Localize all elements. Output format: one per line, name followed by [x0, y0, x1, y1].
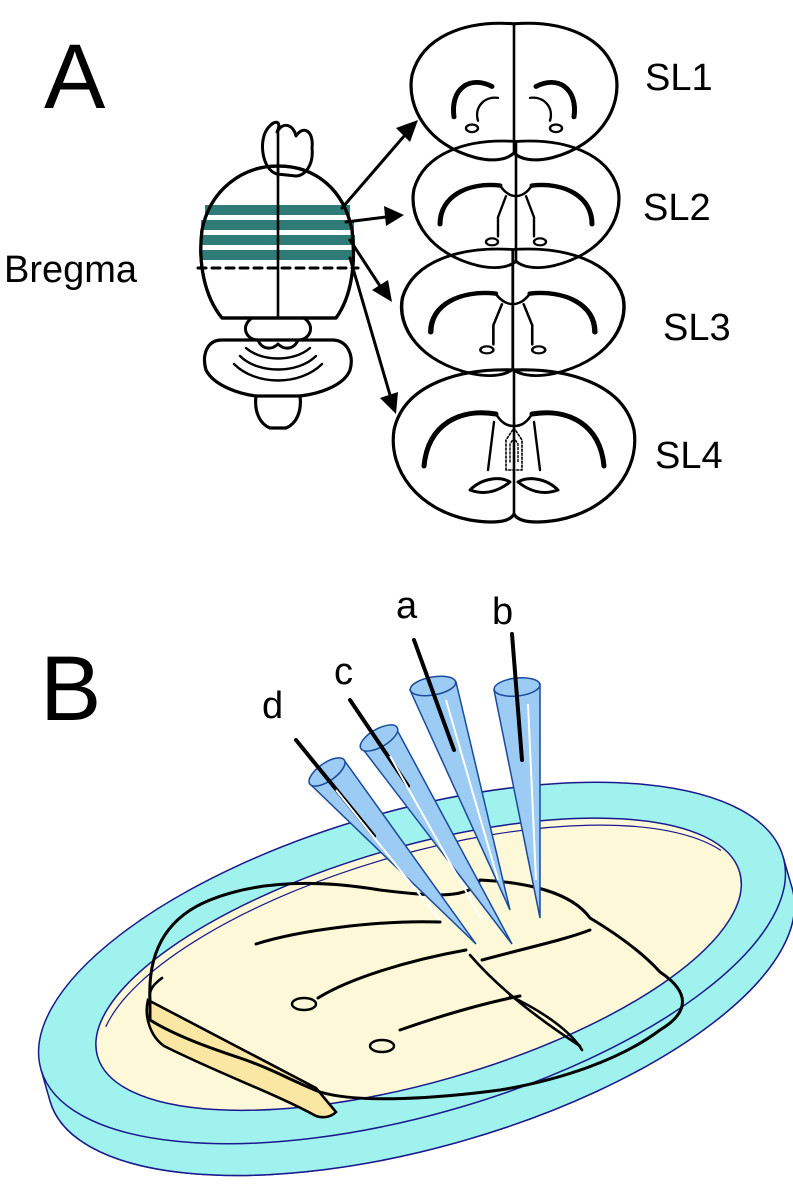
coronal-slice-sl4 — [391, 368, 637, 524]
pipette-label-b: b — [492, 591, 513, 633]
slice-label-sl3: SL3 — [663, 307, 731, 349]
dorsal-brain-diagram — [196, 120, 360, 430]
pipette-label-a: a — [396, 585, 418, 627]
bregma-label: Bregma — [4, 249, 138, 291]
slice-arrows — [340, 120, 418, 414]
coronal-slice-sl1 — [409, 21, 619, 162]
pipette-a — [408, 638, 511, 911]
brain-slice — [145, 878, 684, 1119]
pipette-c — [348, 698, 513, 945]
panel-b-label: B — [40, 638, 101, 740]
pipette-label-c: c — [334, 651, 353, 693]
pipette-label-d: d — [262, 685, 283, 727]
coronal-slice-sl3 — [399, 247, 626, 378]
recording-dish — [37, 781, 793, 1177]
slice-label-sl1: SL1 — [645, 57, 713, 99]
panel-a-label: A — [44, 26, 106, 128]
pipette-b — [493, 632, 541, 919]
pipette-d — [294, 738, 477, 945]
slice-label-sl4: SL4 — [655, 435, 723, 477]
slice-label-sl2: SL2 — [643, 187, 711, 229]
